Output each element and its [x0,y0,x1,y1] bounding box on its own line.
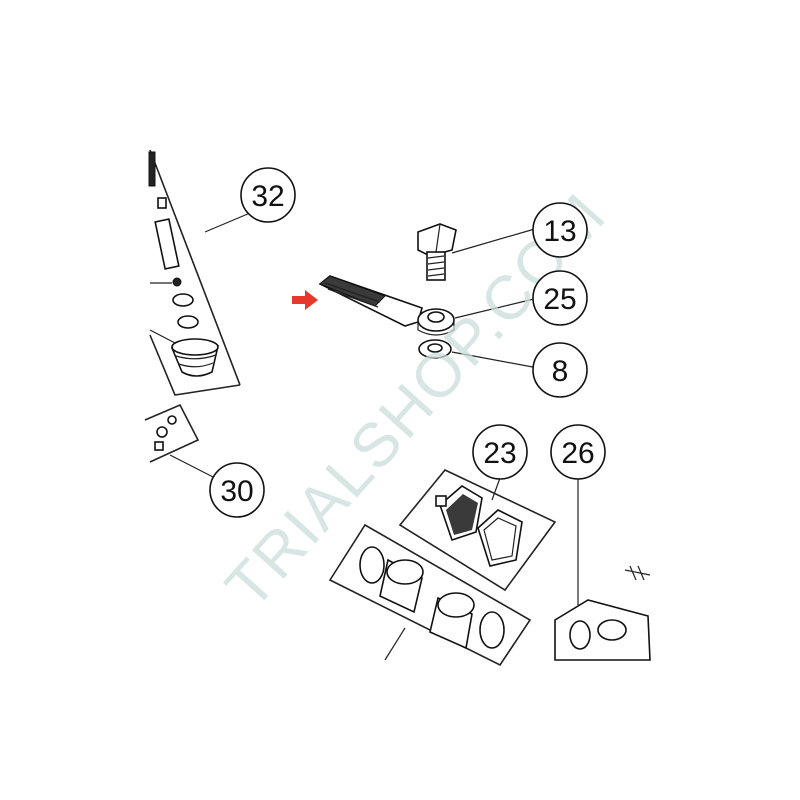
part-group-32 [148,149,251,396]
callout-label-23: 23 [483,437,516,470]
part-group-23 [398,469,557,592]
callout-8: 8 [532,342,588,398]
lever-arm [318,275,423,327]
callout-label-32: 32 [251,180,284,213]
callout-26: 26 [550,424,606,480]
red-arrow-icon [292,290,318,310]
callout-13: 13 [532,202,588,258]
callout-label-30: 30 [220,475,253,508]
nut-part-25 [417,297,539,336]
callout-23: 23 [472,424,528,480]
callout-30: 30 [209,462,265,518]
callout-32: 32 [240,167,296,223]
bolt-part-13 [417,223,539,281]
callout-label-13: 13 [543,215,576,248]
callout-25: 25 [532,270,588,326]
callout-label-8: 8 [552,355,569,388]
seal-kit-group [328,523,532,667]
callout-label-25: 25 [543,283,576,316]
part-group-30 [144,403,216,479]
callout-label-26: 26 [561,437,594,470]
caliper-part-26 [554,478,651,661]
washer-part-8 [418,339,539,369]
